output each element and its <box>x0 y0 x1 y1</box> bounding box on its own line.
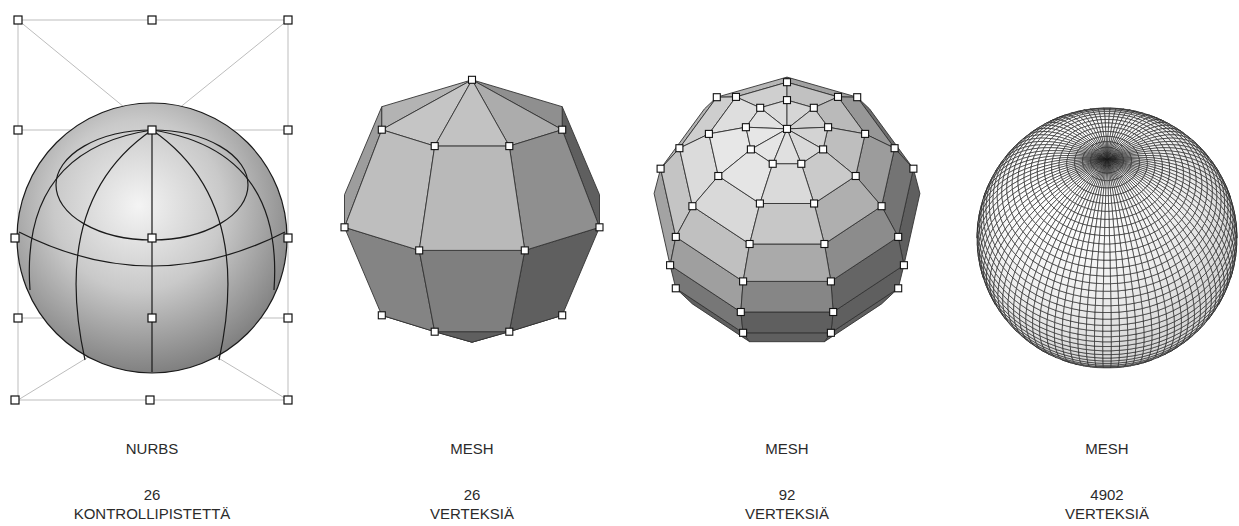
method-name: MESH <box>450 440 493 458</box>
count-unit: VERTEKSIÄ <box>745 505 829 523</box>
low-mesh-sphere <box>341 76 603 342</box>
medium-mesh-sphere <box>654 77 920 342</box>
count-unit: KONTROLLIPISTETTÄ <box>74 505 231 523</box>
count-number: 26 <box>464 486 481 504</box>
nurbs-sphere <box>11 16 292 404</box>
method-name: MESH <box>1085 440 1128 458</box>
count-unit: VERTEKSIÄ <box>430 505 514 523</box>
count-unit: VERTEKSIÄ <box>1065 505 1149 523</box>
dense-mesh-sphere <box>977 108 1237 368</box>
method-name: MESH <box>765 440 808 458</box>
method-name: NURBS <box>126 440 179 458</box>
count-number: 26 <box>144 486 161 504</box>
count-number: 4902 <box>1090 486 1123 504</box>
count-number: 92 <box>779 486 796 504</box>
